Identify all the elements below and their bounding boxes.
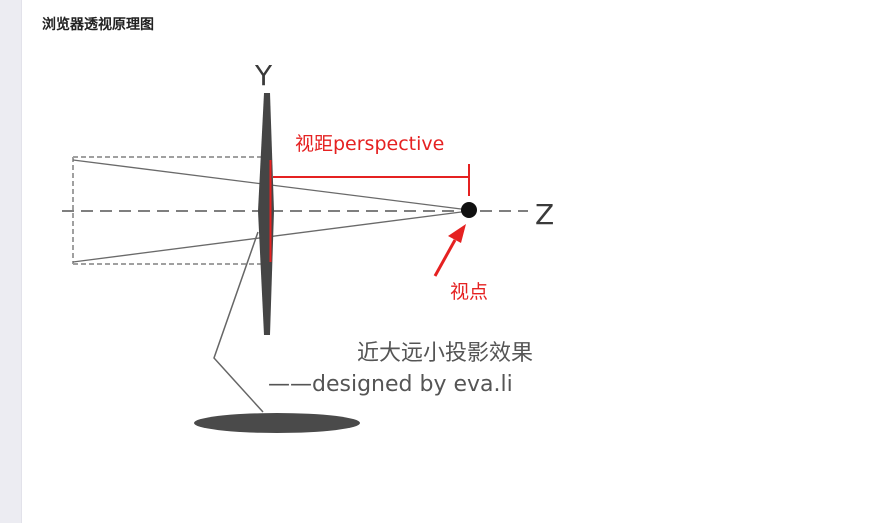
projection-screen [258,93,274,335]
stand-base [194,413,360,433]
perspective-label: 视距perspective [295,133,444,155]
viewpoint-dot [461,202,477,218]
page-title: 浏览器透视原理图 [42,17,154,33]
viewpoint-arrow-shaft [433,239,457,277]
projected-box-outline [72,156,262,265]
z-axis-label: Z [535,198,554,231]
viewpoint-arrow-head [448,224,466,243]
stand [213,231,264,413]
viewpoint-label: 视点 [450,281,488,303]
perspective-bracket [273,164,470,196]
caption-credit: ——designed by eva.li [268,372,513,397]
y-axis-label: Y [254,59,273,92]
caption-title: 近大远小投影效果 [357,341,533,366]
left-sidebar-rail [0,0,22,523]
